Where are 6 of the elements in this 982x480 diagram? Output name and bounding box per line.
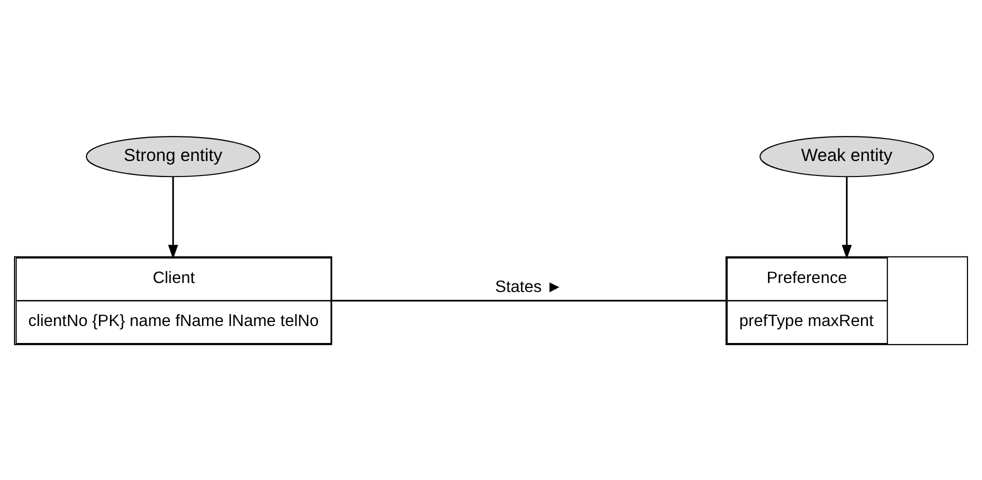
node-ellipse: Weak entity <box>760 135 934 177</box>
node-ellipse: Strong entity <box>86 135 260 177</box>
edge-label: States ► <box>495 277 563 296</box>
arrow <box>168 176 178 259</box>
arrow <box>842 176 852 259</box>
connector <box>332 299 726 302</box>
